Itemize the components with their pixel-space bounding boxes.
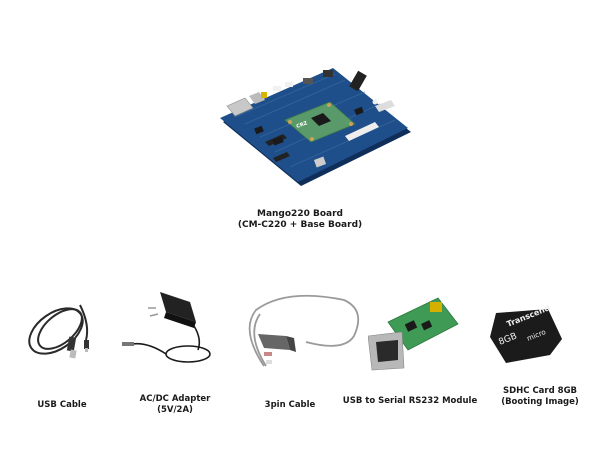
module-logo: CRZ xyxy=(296,120,309,130)
usb-serial-module-image xyxy=(368,292,468,372)
3pin-cable-image xyxy=(236,290,366,374)
sdhc-card-caption: SDHC Card 8GB (Booting Image) xyxy=(501,386,579,407)
usb-cable-caption: USB Cable xyxy=(37,400,87,410)
sdhc-card-image: Transcend 8GB micro xyxy=(486,305,566,367)
ac-dc-adapter-image xyxy=(118,284,220,370)
ac-dc-adapter-caption: AC/DC Adapter (5V/2A) xyxy=(139,394,211,415)
3pin-cable-caption: 3pin Cable xyxy=(264,400,316,410)
board-name: Mango220 Board xyxy=(257,209,343,219)
usb-cable-image xyxy=(20,295,100,365)
usb-serial-module-caption: USB to Serial RS232 Module xyxy=(342,396,478,406)
board-subtitle: (CM-C220 + Base Board) xyxy=(237,220,363,230)
mango220-board-caption: Mango220 Board (CM-C220 + Base Board) xyxy=(200,209,400,231)
mango220-board-image: CRZ xyxy=(215,62,415,190)
